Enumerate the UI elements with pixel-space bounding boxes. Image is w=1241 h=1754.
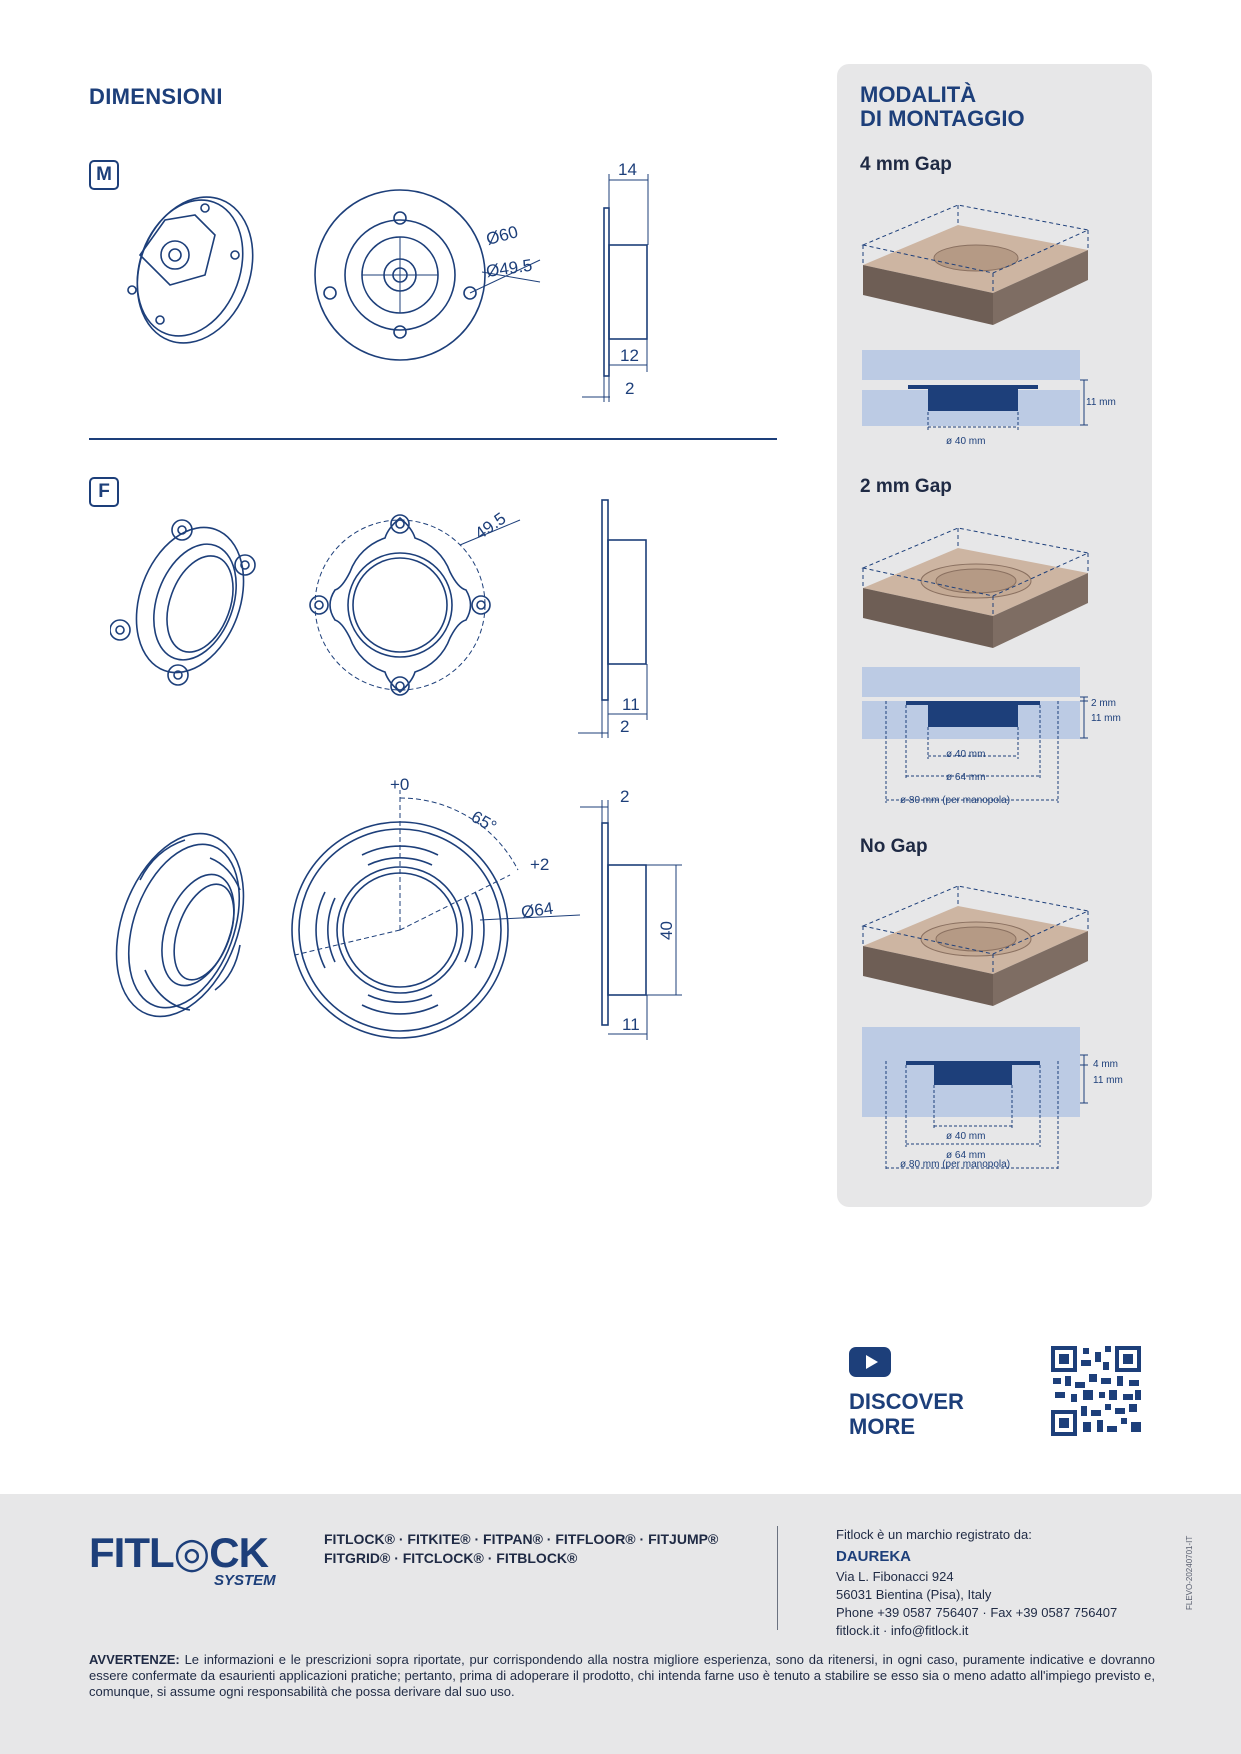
dim-f2-d64: Ø64 xyxy=(520,899,554,922)
discover-line2: MORE xyxy=(849,1414,915,1439)
label-2mm-d40: ø 40 mm xyxy=(946,749,985,760)
warning-text: AVVERTENZE: Le informazioni e le prescri… xyxy=(89,1652,1155,1700)
dim-m-12: 12 xyxy=(620,346,639,365)
label-4mm-d40: ø 40 mm xyxy=(946,436,985,447)
brand-list: FITLOCK® · FITKITE® · FITPAN® · FITFLOOR… xyxy=(324,1530,744,1568)
gap-heading-4mm: 4 mm Gap xyxy=(860,154,952,175)
gap-heading-2mm: 2 mm Gap xyxy=(860,476,952,497)
dim-f2-11: 11 xyxy=(622,1015,640,1034)
section-title-dimensions: DIMENSIONI xyxy=(89,84,223,109)
label-2mm-d80: ø 80 mm (per manopola) xyxy=(900,795,1010,806)
website-email[interactable]: fitlock.it · info@fitlock.it xyxy=(836,1623,969,1638)
phone-fax: Phone +39 0587 756407 · Fax +39 0587 756… xyxy=(836,1605,1118,1620)
label-2mm-2: 2 mm xyxy=(1091,698,1116,709)
document-code: FLEVO-20240701-IT xyxy=(1185,1535,1194,1610)
footer-divider xyxy=(777,1526,778,1630)
m-side-view xyxy=(582,174,649,402)
warning-body: Le informazioni e le prescrizioni sopra … xyxy=(89,1652,1155,1699)
address-line1: Via L. Fibonacci 924 xyxy=(836,1569,954,1584)
dim-f2-65: 65° xyxy=(468,807,500,836)
label-nogap-4: 4 mm xyxy=(1093,1059,1118,1070)
m-front-view xyxy=(314,189,541,361)
registered-note: Fitlock è un marchio registrato da: xyxy=(836,1527,1032,1542)
dim-f1-11: 11 xyxy=(622,695,640,714)
f2-perspective-view xyxy=(115,832,245,1018)
f2-side-view xyxy=(580,800,682,1040)
tile-2mm-illustration xyxy=(861,527,1090,648)
drawing-f1: 49.5 11 2 xyxy=(110,499,648,738)
f1-side-view xyxy=(578,499,648,738)
drawing-m: Ø60 Ø49.5 14 12 2 xyxy=(127,160,649,402)
f2-front-view xyxy=(291,790,581,1039)
dim-m-d49: Ø49.5 xyxy=(485,256,534,281)
f1-front-view xyxy=(309,514,521,696)
brand-list-line1: FITLOCK® · FITKITE® · FITPAN® · FITFLOOR… xyxy=(324,1531,719,1547)
dim-m-d60: Ø60 xyxy=(484,222,520,249)
label-nogap-d64: ø 64 mm xyxy=(946,1150,985,1161)
dim-f2-plus2: +2 xyxy=(530,855,549,874)
qr-code-icon[interactable] xyxy=(1051,1346,1141,1436)
dim-f2-2: 2 xyxy=(620,787,629,806)
panel-title: MODALITÀ DI MONTAGGIO xyxy=(860,83,1120,131)
company-address: Via L. Fibonacci 924 56031 Bientina (Pis… xyxy=(836,1568,1117,1640)
gap-heading-nogap: No Gap xyxy=(860,836,928,857)
warning-label: AVVERTENZE: xyxy=(89,1652,180,1667)
dim-f1-2: 2 xyxy=(620,717,629,736)
play-triangle-icon xyxy=(866,1355,878,1369)
discover-line1: DISCOVER xyxy=(849,1389,964,1414)
dim-m-14: 14 xyxy=(618,160,637,179)
section-divider xyxy=(89,438,777,440)
company-name: DAUREKA xyxy=(836,1548,911,1565)
label-nogap-d80: ø 80 mm (per manopola) xyxy=(900,1159,1010,1170)
label-nogap-11: 11 mm xyxy=(1093,1075,1123,1086)
label-2mm-11: 11 mm xyxy=(1091,713,1121,724)
badge-f: F xyxy=(89,477,119,507)
section-nogap-diagram: 4 mm 11 mm ø 40 mm ø 64 mm ø 80 mm (per … xyxy=(862,1027,1123,1170)
brand-list-line2: FITGRID® · FITCLOCK® · FITBLOCK® xyxy=(324,1550,578,1566)
f1-perspective-view xyxy=(110,519,256,686)
panel-title-line1: MODALITÀ xyxy=(860,82,977,107)
panel-title-line2: DI MONTAGGIO xyxy=(860,106,1025,131)
dim-m-2: 2 xyxy=(625,379,634,398)
section-4mm-diagram: 11 mm ø 40 mm xyxy=(862,350,1116,447)
discover-more-link[interactable]: DISCOVER MORE xyxy=(849,1389,999,1439)
drawing-f2: +0 65° +2 Ø64 2 40 11 xyxy=(115,775,682,1040)
fitlock-logo-system: SYSTEM xyxy=(214,1572,276,1589)
dim-f2-plus0: +0 xyxy=(390,775,409,794)
fitlock-logo: FITL◎CK xyxy=(89,1529,269,1576)
tile-4mm-illustration xyxy=(861,204,1090,325)
footer xyxy=(0,1494,1241,1754)
label-2mm-d64: ø 64 mm xyxy=(946,772,985,783)
dim-f2-40: 40 xyxy=(657,921,676,940)
section-2mm-diagram: 2 mm 11 mm ø 40 mm ø 64 mm ø 80 mm (per … xyxy=(862,667,1121,806)
tile-nogap-illustration xyxy=(861,885,1090,1006)
badge-m: M xyxy=(89,160,119,190)
address-line2: 56031 Bientina (Pisa), Italy xyxy=(836,1587,992,1602)
m-perspective-view xyxy=(127,196,254,344)
label-4mm-11: 11 mm xyxy=(1086,397,1116,408)
label-nogap-d40: ø 40 mm xyxy=(946,1131,985,1142)
